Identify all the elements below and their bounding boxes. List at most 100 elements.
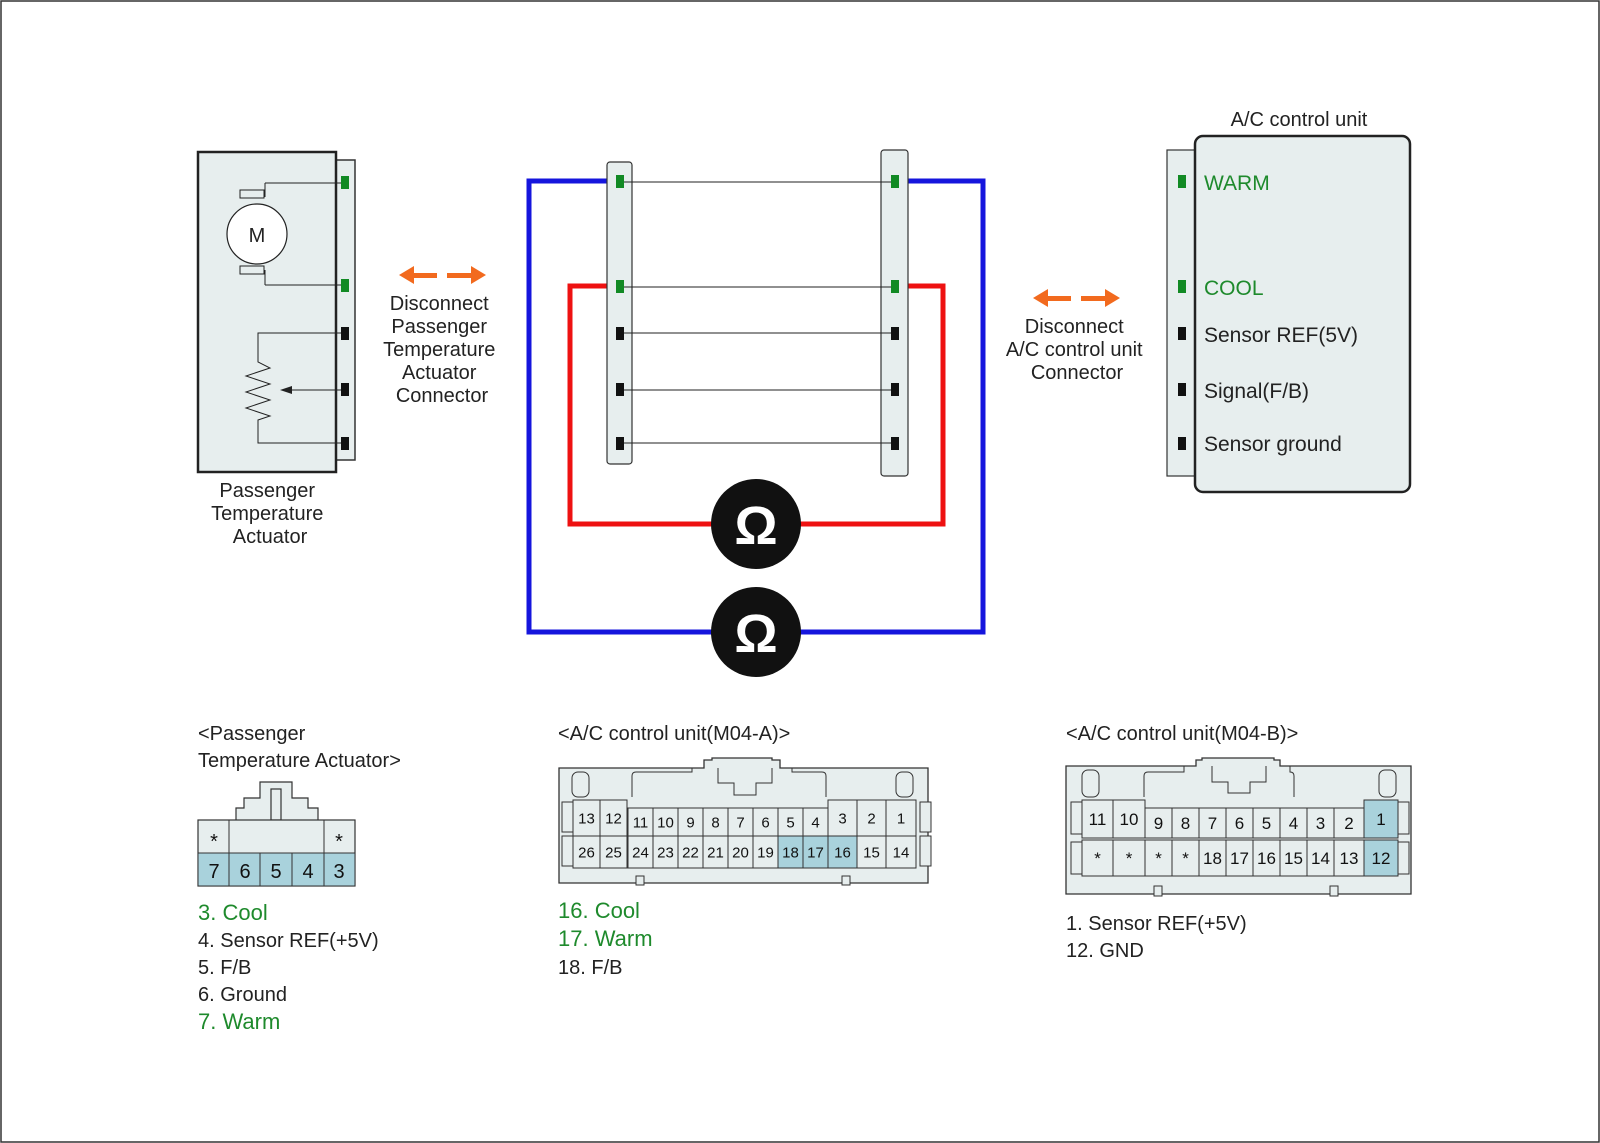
pin-label: 6 — [239, 861, 250, 883]
pin-cell — [1081, 799, 1114, 839]
pin-label: 5 — [270, 861, 281, 883]
pin-label: 4 — [811, 814, 819, 831]
legend-item: 18. F/B — [558, 957, 622, 979]
pin-cell — [599, 799, 628, 837]
pin-label: 16 — [1257, 849, 1276, 868]
pin-label: 12 — [605, 810, 622, 827]
actuator-pin — [341, 327, 349, 340]
pin-cell — [1333, 807, 1365, 839]
pin-cell — [627, 835, 654, 869]
legend-item: 1. Sensor REF(+5V) — [1066, 913, 1247, 935]
pin-cell — [1112, 839, 1146, 877]
pin-cell — [1225, 807, 1254, 839]
pin-label: 18 — [1203, 849, 1222, 868]
pin-label: * — [1182, 849, 1189, 868]
pin-label: 1 — [897, 810, 905, 827]
acu-pin-signal-label: Signal(F/B) — [1204, 380, 1309, 403]
actuator-pin-warm — [341, 176, 349, 189]
pin-label: 13 — [578, 810, 595, 827]
connector-m04b: <A/C control unit(M04-B)> 11*10*9*8*7186… — [1065, 723, 1412, 962]
pin-cell — [1198, 839, 1227, 877]
pin-cell — [1144, 807, 1173, 839]
disconnect-right-label: Disconnect A/C control unit Connector — [1006, 316, 1148, 384]
pin-cell — [702, 835, 729, 869]
actuator-pin — [341, 437, 349, 450]
connector-pta: <Passenger Temperature Actuator> * * 7 6… — [197, 723, 401, 1034]
pin-label: 13 — [1340, 849, 1359, 868]
pin-cell — [572, 835, 601, 869]
pin-cell — [885, 835, 917, 869]
actuator-name: Passenger Temperature Actuator — [211, 480, 329, 548]
pin-label: 5 — [786, 814, 794, 831]
pin-label: 25 — [605, 844, 622, 861]
bidirectional-arrow-icon — [399, 266, 486, 284]
pin-label: 11 — [633, 814, 649, 831]
pin-label: 23 — [657, 844, 674, 861]
pin-label: * — [210, 831, 218, 853]
pin-cell — [1171, 839, 1200, 877]
actuator-pin — [341, 383, 349, 396]
ohmmeter-warm: Ω — [711, 587, 801, 677]
pin-label: 18 — [782, 844, 799, 861]
pin-cell — [652, 835, 679, 869]
ohm-icon: Ω — [734, 604, 777, 664]
acu-box — [1193, 134, 1412, 494]
pin-label: 26 — [578, 844, 595, 861]
connector-m04a-title: <A/C control unit(M04-A)> — [558, 723, 790, 745]
acu-pin-ref-label: Sensor REF(5V) — [1204, 324, 1358, 347]
pin-label: 12 — [1372, 849, 1391, 868]
pin-cell — [1252, 839, 1281, 877]
pin-cell — [1333, 839, 1365, 877]
pin-label: * — [1155, 849, 1162, 868]
motor-circle — [226, 203, 288, 265]
legend-item: 16. Cool — [558, 898, 640, 923]
pin-label: 7 — [1208, 814, 1217, 833]
pin-cell — [1363, 799, 1399, 839]
pin-label: 9 — [686, 814, 694, 831]
pin-label: 1 — [1376, 810, 1385, 829]
pin-label: 3 — [333, 861, 344, 883]
pin-cell — [856, 799, 887, 837]
latch-bump — [561, 801, 574, 833]
pin-label: 8 — [711, 814, 719, 831]
latch-bump — [919, 801, 932, 833]
legend-item: 17. Warm — [558, 926, 653, 951]
pin-label: 8 — [1181, 814, 1190, 833]
disconnect-right: Disconnect A/C control unit Connector — [1006, 289, 1148, 384]
latch-bump — [1397, 801, 1410, 835]
pin-label: 2 — [1344, 814, 1353, 833]
actuator-box — [196, 150, 338, 474]
ohmmeter-cool: Ω — [711, 479, 801, 569]
pin-cell — [727, 835, 754, 869]
disconnect-left-label: Disconnect Passenger Temperature Actuato… — [383, 293, 501, 407]
legend-item: 5. F/B — [198, 957, 251, 979]
pin-label: 22 — [682, 844, 699, 861]
latch-bump — [1070, 801, 1083, 835]
pin-cell — [827, 835, 858, 869]
latch-bump — [1070, 841, 1083, 875]
pin-label: * — [1126, 849, 1133, 868]
pin-cell — [599, 835, 628, 869]
latch-bump — [561, 835, 574, 867]
pin-cell — [752, 835, 779, 869]
pin-label: 6 — [1235, 814, 1244, 833]
pin-label: 17 — [1230, 849, 1249, 868]
ac-control-unit: A/C control unit WARM COOL Sensor REF(5V… — [1166, 109, 1412, 494]
pin-label: 10 — [657, 814, 674, 831]
pin-label: 7 — [208, 861, 219, 883]
pin-cell — [702, 807, 729, 837]
pin-label: * — [1094, 849, 1101, 868]
latch-bump — [919, 835, 932, 867]
pin-label: 3 — [1316, 814, 1325, 833]
pin-cell — [627, 807, 654, 837]
pin-label: 21 — [707, 844, 724, 861]
bidirectional-arrow-icon — [1033, 289, 1120, 307]
pin-label: 3 — [838, 810, 846, 827]
pin-label: 17 — [807, 844, 824, 861]
pin-label: 11 — [1089, 810, 1107, 829]
latch-bump — [1397, 841, 1410, 875]
pin-label: 14 — [1311, 849, 1330, 868]
legend-item: 4. Sensor REF(+5V) — [198, 930, 379, 952]
pin-label: 4 — [302, 861, 313, 883]
